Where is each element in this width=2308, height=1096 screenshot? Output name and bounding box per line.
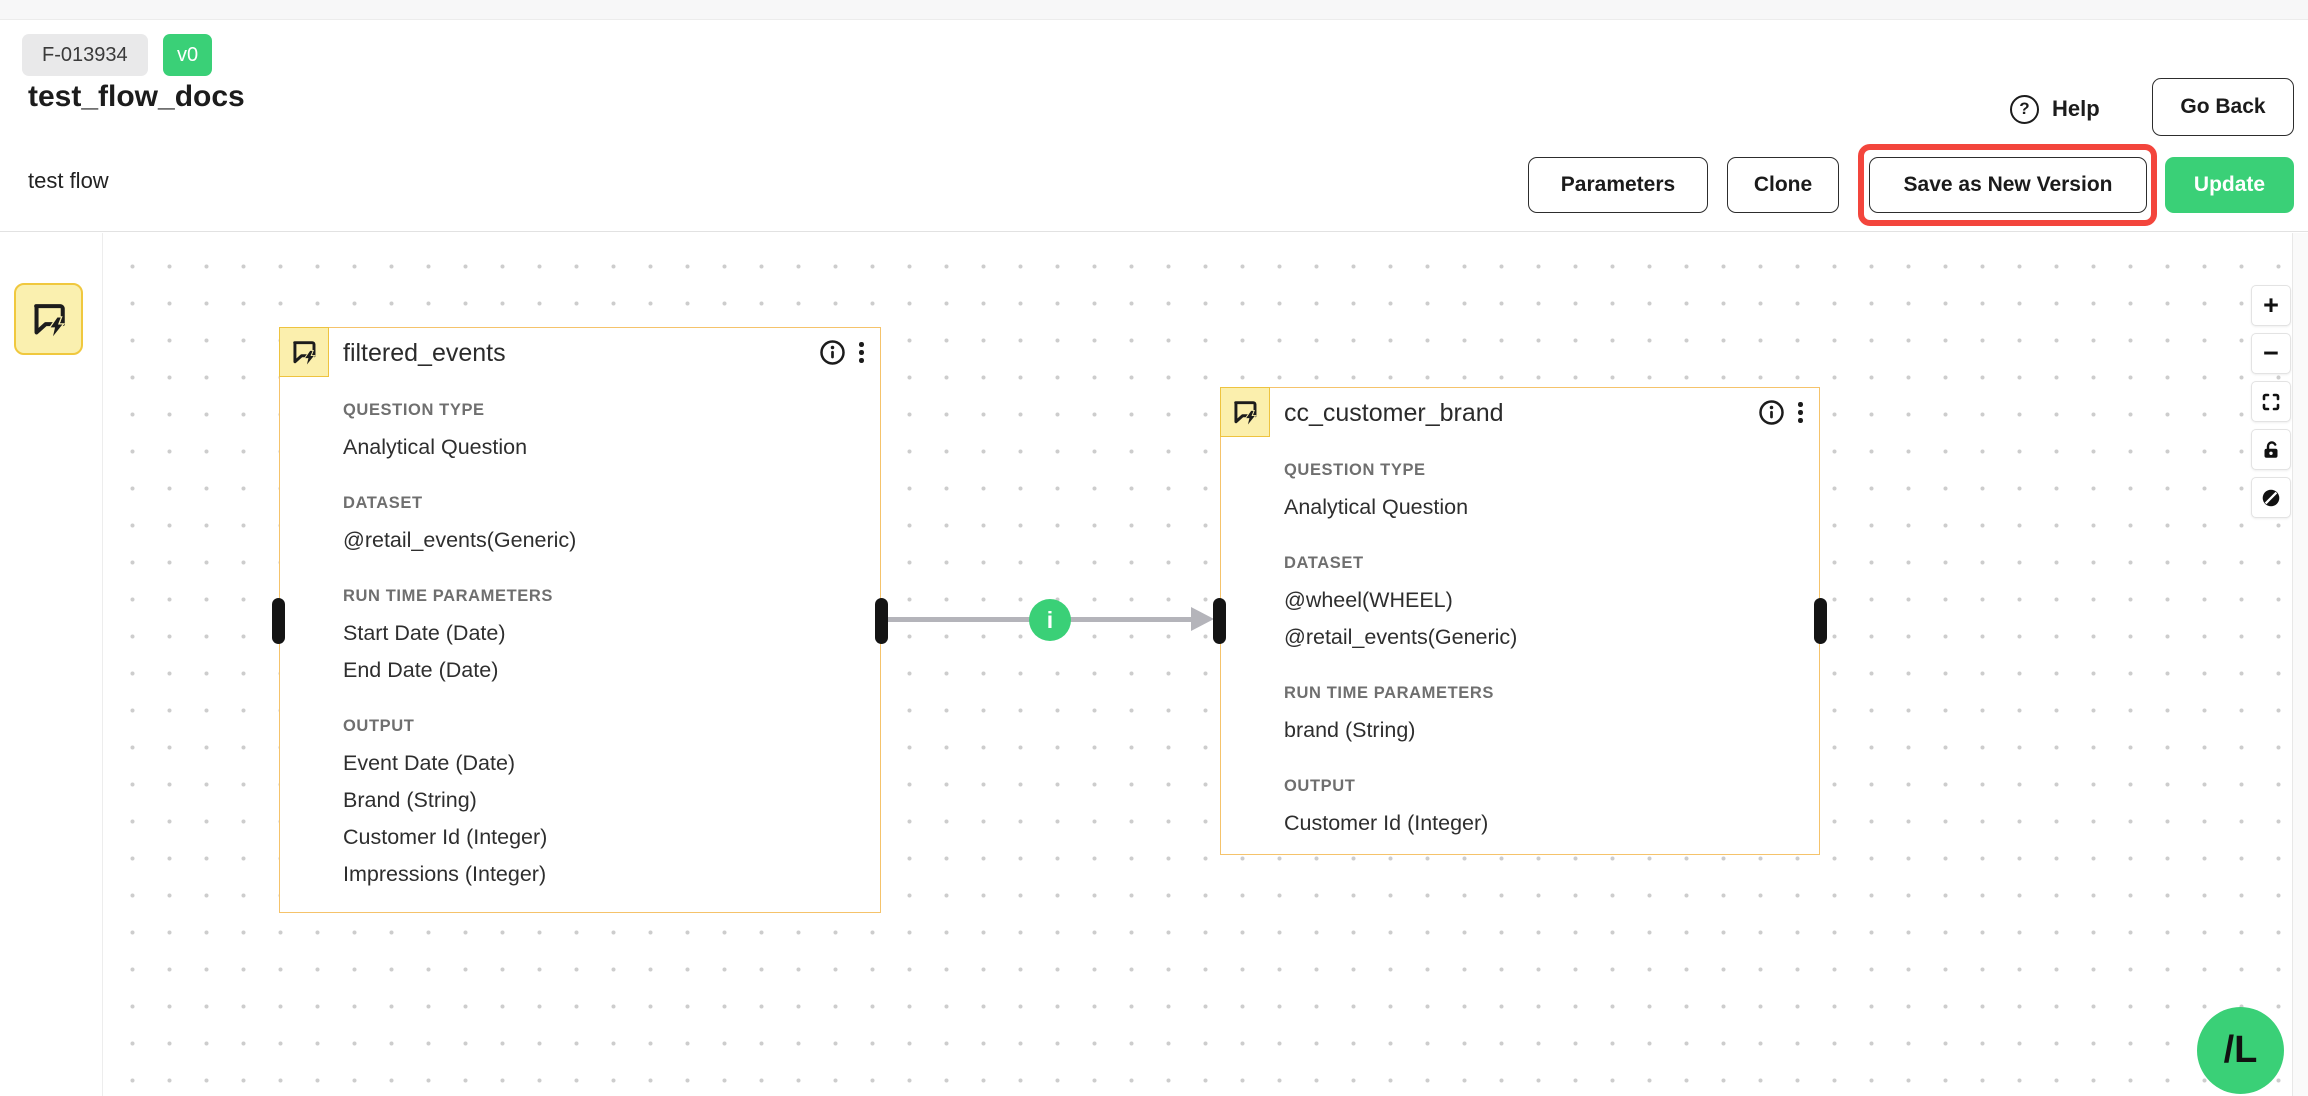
- edge-info-badge[interactable]: i: [1029, 599, 1071, 641]
- section-value: @wheel(WHEEL): [1284, 588, 1453, 612]
- version-badge: v0: [163, 34, 213, 76]
- section-value: Event Date (Date): [343, 751, 516, 775]
- flow-canvas[interactable]: i filtered_events: [103, 233, 2292, 1096]
- parameters-button[interactable]: Parameters: [1528, 157, 1708, 213]
- browser-top-strip: [0, 0, 2308, 20]
- fit-view-icon: [2262, 393, 2280, 410]
- node-icon-box: [278, 326, 329, 377]
- zoom-out-button[interactable]: −: [2251, 333, 2291, 374]
- clone-button[interactable]: Clone: [1727, 157, 1839, 213]
- left-gutter: [0, 233, 103, 1096]
- chat-lightning-icon: [1233, 400, 1257, 425]
- kebab-menu-icon[interactable]: [857, 340, 866, 365]
- input-handle[interactable]: [272, 598, 285, 644]
- section-value: Start Date (Date): [343, 621, 506, 645]
- canvas-controls: + −: [2251, 285, 2291, 518]
- info-icon[interactable]: [819, 339, 846, 366]
- question-circle-icon: ?: [2010, 94, 2039, 124]
- section-value: Brand (String): [343, 788, 477, 812]
- section-label: QUESTION TYPE: [343, 401, 485, 419]
- zoom-in-button[interactable]: +: [2251, 285, 2291, 326]
- flow-description: test flow: [28, 168, 109, 193]
- input-handle[interactable]: [1213, 598, 1226, 644]
- section-value: Customer Id (Integer): [343, 825, 548, 849]
- page-title: test_flow_docs: [28, 80, 245, 113]
- section-value: Analytical Question: [1284, 495, 1469, 519]
- update-button[interactable]: Update: [2165, 157, 2294, 213]
- chat-lightning-icon: [292, 340, 316, 365]
- workarea: i filtered_events: [0, 233, 2308, 1096]
- flow-id-badge: F-013934: [22, 34, 148, 76]
- go-back-button[interactable]: Go Back: [2152, 78, 2294, 136]
- plus-icon: +: [2263, 290, 2279, 320]
- section-label: RUN TIME PARAMETERS: [1284, 684, 1495, 702]
- node-title: filtered_events: [343, 338, 506, 367]
- flow-node-cc-customer-brand[interactable]: cc_customer_brand QUESTION TYPE Analytic…: [1213, 386, 1827, 855]
- node-title: cc_customer_brand: [1284, 398, 1504, 427]
- section-value: Impressions (Integer): [343, 862, 547, 886]
- header: F-013934 v0 test_flow_docs test flow ? H…: [0, 20, 2308, 232]
- minus-icon: −: [2263, 338, 2279, 368]
- flow-node-filtered-events[interactable]: filtered_events QUESTION TYPE Analytical…: [272, 326, 888, 913]
- fit-view-button[interactable]: [2251, 381, 2291, 422]
- section-value: Analytical Question: [343, 435, 528, 459]
- kebab-menu-icon[interactable]: [1796, 400, 1805, 425]
- block-button[interactable]: [2251, 477, 2291, 518]
- section-value: brand (String): [1284, 718, 1416, 742]
- lock-button[interactable]: [2251, 429, 2291, 470]
- node-icon-box: [1219, 386, 1270, 437]
- output-handle[interactable]: [875, 598, 888, 644]
- output-handle[interactable]: [1814, 598, 1827, 644]
- assistant-fab-button[interactable]: /L: [2197, 1007, 2284, 1094]
- palette-question-node-item[interactable]: [14, 283, 83, 355]
- info-icon[interactable]: [1758, 399, 1785, 426]
- section-label: QUESTION TYPE: [1284, 461, 1426, 479]
- section-label: RUN TIME PARAMETERS: [343, 587, 554, 605]
- section-label: DATASET: [1284, 554, 1364, 572]
- help-label: Help: [2052, 96, 2100, 121]
- edge-arrowhead-icon: [1191, 607, 1214, 631]
- chat-lightning-icon: [33, 304, 65, 338]
- section-value: @retail_events(Generic): [343, 528, 577, 552]
- lock-icon: [2264, 440, 2278, 458]
- block-icon: [2262, 489, 2280, 506]
- help-button[interactable]: ? Help: [2010, 92, 2100, 126]
- save-as-new-version-button[interactable]: Save as New Version: [1869, 157, 2147, 213]
- section-value: @retail_events(Generic): [1284, 625, 1518, 649]
- section-label: OUTPUT: [1284, 777, 1356, 795]
- section-label: OUTPUT: [343, 717, 415, 735]
- section-value: End Date (Date): [343, 658, 499, 682]
- section-value: Customer Id (Integer): [1284, 811, 1489, 835]
- right-strip: [2292, 233, 2308, 1096]
- section-label: DATASET: [343, 494, 423, 512]
